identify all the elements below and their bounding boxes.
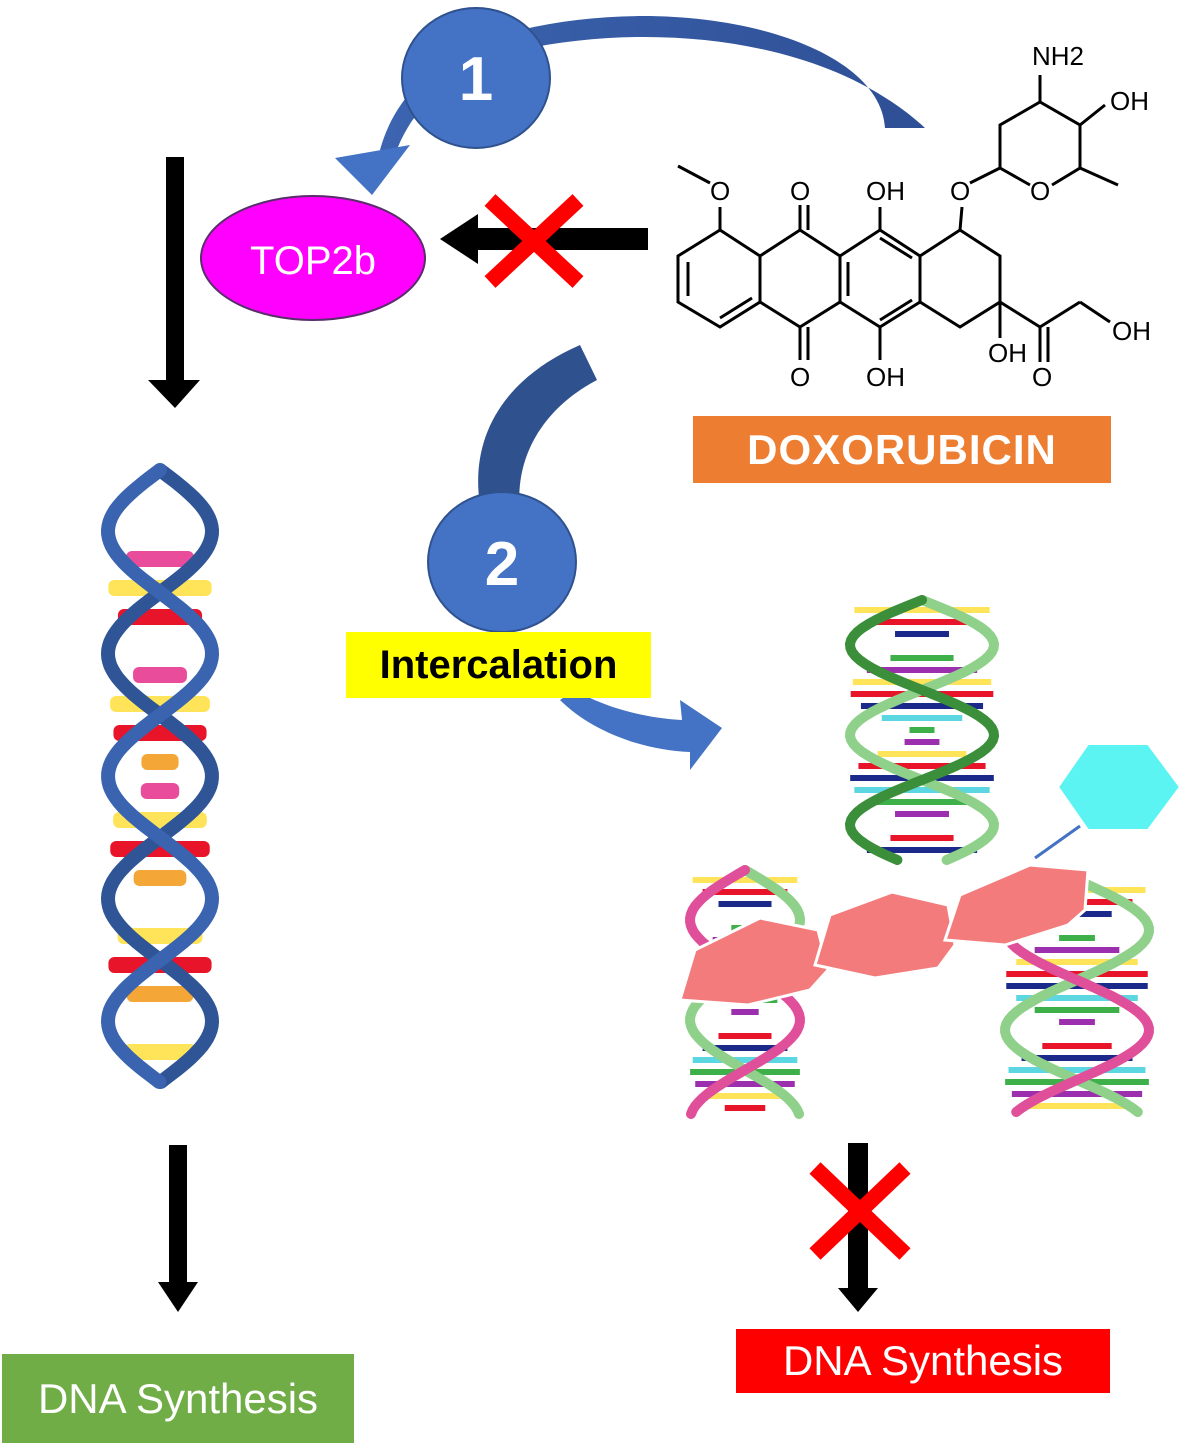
- base-pair: [1034, 947, 1120, 953]
- base-pair: [854, 607, 990, 613]
- dna-backbone-strand: [1000, 875, 1154, 1117]
- intercalator-linker: [1034, 824, 1081, 860]
- base-pair: [1059, 935, 1095, 941]
- base-pair: [692, 1057, 798, 1063]
- arrow-top2b-to-dna: [148, 157, 200, 408]
- atom-oh-sugar: OH: [1110, 86, 1149, 116]
- base-pair: [1021, 1055, 1133, 1061]
- base-pair: [702, 889, 788, 895]
- base-pair: [877, 751, 967, 757]
- base-pair: [909, 727, 935, 733]
- step-1-number: 1: [459, 45, 493, 114]
- dna-backbone-strand: [844, 595, 1000, 865]
- base-pair: [126, 551, 194, 567]
- sugar-ring-hexagon: [1056, 743, 1182, 831]
- intercalator-rings: [678, 743, 1182, 1007]
- arrow-dna-to-synthesis: [158, 1145, 198, 1312]
- base-pair: [870, 619, 974, 625]
- curved-arrow-2: [478, 345, 722, 770]
- base-pair: [695, 1081, 795, 1087]
- base-pair: [1034, 1007, 1120, 1013]
- dna-synthesis-blocked-label: DNA Synthesis: [736, 1329, 1110, 1393]
- intercalator-ring-2: [813, 890, 957, 980]
- top2b-label: TOP2b: [250, 239, 376, 283]
- base-pair: [126, 986, 194, 1002]
- atom-oh-upper: OH: [866, 176, 905, 206]
- dna-backbone-strand: [100, 463, 220, 1089]
- dna-backbone-strand: [844, 595, 1000, 865]
- atom-oh-lower: OH: [866, 362, 905, 392]
- base-pair: [707, 1093, 783, 1099]
- base-pair: [1008, 1067, 1146, 1073]
- base-pair: [1006, 983, 1148, 989]
- base-pair: [881, 715, 963, 721]
- base-pair: [141, 754, 179, 770]
- blocked-arrow-synthesis: [809, 1143, 911, 1312]
- base-pair: [870, 799, 974, 805]
- step-2-number: 2: [485, 530, 519, 599]
- base-pair: [133, 870, 187, 886]
- base-pair: [866, 847, 978, 853]
- normal-dna-helix: [100, 463, 220, 1089]
- atom-oh-sidechain: OH: [1112, 316, 1151, 346]
- atom-oh-quaternary: OH: [988, 338, 1027, 368]
- base-pair: [718, 1033, 772, 1039]
- inhibited-arrow-top2b: [440, 194, 648, 288]
- intercalated-dna: [685, 595, 1154, 1119]
- base-pair: [692, 877, 798, 883]
- intercalator-ring-1: [678, 916, 830, 1007]
- step-2-circle: 2: [427, 491, 577, 633]
- doxorubicin-atom-labels: NH2 OH O O O OH O OH OH O OH O: [710, 41, 1151, 392]
- step-1-circle: 1: [401, 7, 551, 149]
- base-pair: [852, 679, 992, 685]
- base-pair: [702, 1045, 788, 1051]
- doxorubicin-structure: [676, 75, 1119, 362]
- atom-o-methoxy: O: [710, 176, 730, 206]
- base-pair: [1016, 995, 1138, 1001]
- atom-o-glycosidic: O: [950, 176, 970, 206]
- base-pair: [1006, 971, 1148, 977]
- base-pair: [140, 783, 180, 799]
- atom-o-ring: O: [1030, 176, 1050, 206]
- base-pair: [1011, 1091, 1143, 1097]
- atom-o-upper-carbonyl: O: [790, 176, 810, 206]
- base-pair: [858, 763, 986, 769]
- base-pair: [854, 787, 990, 793]
- dna-synthesis-normal-label: DNA Synthesis: [2, 1354, 354, 1443]
- base-pair: [731, 1009, 759, 1015]
- intercalation-label: Intercalation: [346, 632, 651, 698]
- base-pair: [895, 811, 949, 817]
- base-pair: [718, 901, 772, 907]
- inhibition-x-mark-bottom: [809, 1162, 911, 1260]
- base-pair: [895, 631, 949, 637]
- base-pair: [1016, 959, 1138, 965]
- atom-o-lower-carbonyl: O: [790, 362, 810, 392]
- inhibition-x-mark-top: [484, 194, 584, 288]
- atom-o-ketone: O: [1032, 362, 1052, 392]
- base-pair: [1027, 1103, 1127, 1109]
- base-pair: [904, 739, 940, 745]
- base-pair: [890, 655, 954, 661]
- intercalator-ring-3: [942, 863, 1090, 947]
- base-pair: [133, 667, 187, 683]
- base-pair: [866, 667, 978, 673]
- base-pair: [123, 1044, 197, 1060]
- base-pair: [724, 1105, 766, 1111]
- dna-backbone-strand: [100, 463, 220, 1089]
- doxorubicin-label: DOXORUBICIN: [693, 416, 1111, 483]
- base-pair: [890, 835, 954, 841]
- base-pair: [1042, 1043, 1112, 1049]
- base-pair: [1059, 1019, 1095, 1025]
- base-pair: [860, 703, 984, 709]
- top2b-enzyme: TOP2b: [200, 195, 426, 321]
- atom-nh2: NH2: [1032, 41, 1084, 71]
